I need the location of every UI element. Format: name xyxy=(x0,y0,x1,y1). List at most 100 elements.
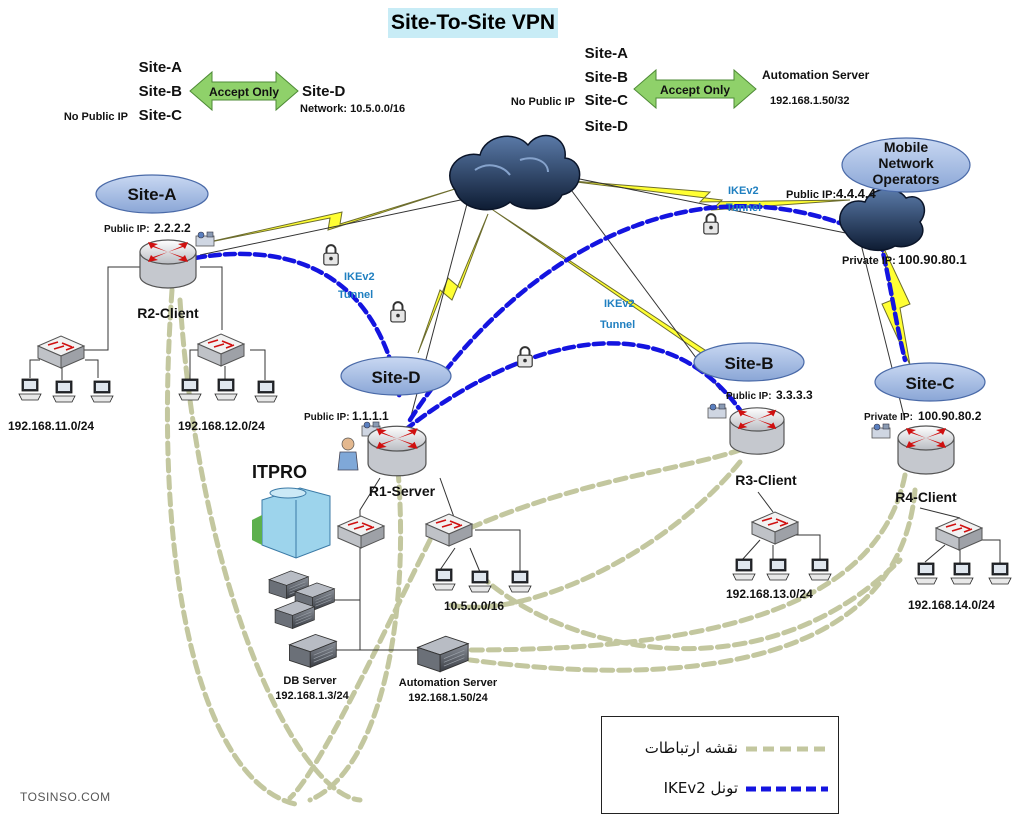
site-a-mini-icon xyxy=(195,231,215,247)
site-d-badge xyxy=(340,356,452,396)
map-lines xyxy=(165,287,918,808)
pc-icon xyxy=(214,378,238,401)
mobile-operator-line: Network xyxy=(878,155,933,171)
pc-icon xyxy=(988,562,1012,585)
site-b-label: Site-B xyxy=(724,354,773,373)
tunnel-label: IKEv2 xyxy=(344,271,375,283)
automation-server-icon xyxy=(417,635,469,673)
policy-left-target: Site-D xyxy=(302,83,346,100)
switch-icon xyxy=(935,517,983,551)
router-r2-icon xyxy=(139,239,197,289)
site-d-ip-label: Public IP: xyxy=(304,412,350,423)
site-d-label: Site-D xyxy=(371,368,420,387)
db-server-icon xyxy=(289,633,337,668)
page-title: Site-To-Site VPN xyxy=(388,8,558,38)
switch-icon xyxy=(337,515,385,549)
site-d-ip: 1.1.1.1 xyxy=(352,409,389,423)
lightning-link xyxy=(199,187,459,245)
map-line xyxy=(307,467,404,803)
site-b-badge xyxy=(693,342,805,382)
policy-right-target: Automation Server xyxy=(762,68,870,82)
db-server-name: DB Server xyxy=(283,675,337,687)
pc-icon xyxy=(950,562,974,585)
policy-right-source: Site-C xyxy=(585,92,629,109)
internet-cloud-icon xyxy=(449,134,581,211)
pc-icon xyxy=(178,378,202,401)
router-r2-label: R2-Client xyxy=(137,305,199,321)
router-r4-icon xyxy=(897,425,955,475)
router-r3-icon xyxy=(729,407,785,455)
legend-row: نقشه ارتباطات xyxy=(602,731,838,771)
site-c-badge xyxy=(874,362,986,402)
map-line xyxy=(165,287,303,808)
switch-icon xyxy=(751,511,799,545)
pc-icon xyxy=(508,570,532,593)
server-rack-icon xyxy=(274,600,315,629)
map-line xyxy=(287,537,433,801)
router-r1-icon xyxy=(367,425,427,477)
legend-tunnel-swatch xyxy=(746,786,828,792)
accept-label: Accept Only xyxy=(660,83,730,97)
accept-arrow-icon xyxy=(633,68,757,110)
pc-icon xyxy=(808,558,832,581)
tunnel-label: Tunnel xyxy=(600,319,635,331)
policy-right-network: 192.168.1.50/32 xyxy=(770,95,850,107)
policy-left-source: Site-C xyxy=(139,107,183,124)
policy-left-source: Site-A xyxy=(139,59,183,76)
pc-icon xyxy=(468,570,492,593)
pc-icon xyxy=(52,380,76,403)
map-line xyxy=(477,557,903,652)
policy-right-source: Site-A xyxy=(585,45,629,62)
legend-tunnel-label: تونل IKEv2 xyxy=(663,779,738,797)
policy-right-source: Site-D xyxy=(585,118,629,135)
site-c-ip-label: Private IP: xyxy=(864,412,913,423)
pc-icon xyxy=(254,380,278,403)
lan-label: 192.168.12.0/24 xyxy=(178,419,265,433)
policy-left-note: No Public IP xyxy=(64,111,128,123)
map-line xyxy=(467,472,908,653)
site-a-ip: 2.2.2.2 xyxy=(154,221,191,235)
wan-links xyxy=(199,179,911,374)
lan-label: 192.168.14.0/24 xyxy=(908,598,995,612)
tunnel-label: Tunnel xyxy=(338,289,373,301)
map-line xyxy=(447,459,743,610)
pc-icon xyxy=(732,558,756,581)
mobile-private-ip-label: Private IP: xyxy=(842,255,896,267)
legend-map-swatch xyxy=(746,746,828,752)
policy-right-source: Site-B xyxy=(585,69,629,86)
lock-icon xyxy=(322,244,340,266)
pc-icon xyxy=(432,568,456,591)
lan-label: 10.5.0.0/16 xyxy=(444,599,504,613)
accept-label: Accept Only xyxy=(209,85,279,99)
mobile-operator-line: Operators xyxy=(873,171,940,187)
lock-icon xyxy=(516,346,534,368)
router-r1-label: R1-Server xyxy=(369,483,436,499)
switch-icon xyxy=(197,333,245,367)
router-r4-label: R4-Client xyxy=(895,489,957,505)
tunnel-label: IKEv2 xyxy=(728,185,759,197)
pc-icon xyxy=(90,380,114,403)
map-line xyxy=(177,297,363,803)
policy-right-note: No Public IP xyxy=(511,96,575,108)
building-icon xyxy=(252,487,331,559)
lightning-link xyxy=(559,179,851,211)
lock-icon xyxy=(702,213,720,235)
site-b-mini-icon xyxy=(707,403,727,419)
map-line xyxy=(467,447,743,531)
db-server-ip: 192.168.1.3/24 xyxy=(275,690,349,702)
tunnel-label: Tunnel xyxy=(726,202,761,214)
legend-map-label: نقشه ارتباطات xyxy=(644,739,738,757)
tunnel-c-d xyxy=(407,204,908,423)
mobile-private-ip: 100.90.80.1 xyxy=(898,252,967,267)
site-a-badge xyxy=(95,174,209,214)
map-line xyxy=(467,487,918,673)
pc-icon xyxy=(766,558,790,581)
mobile-operator-cloud-icon xyxy=(839,188,926,252)
watermark: TOSINSO.COM xyxy=(20,790,111,804)
lightning-link xyxy=(417,213,489,354)
lan-label: 192.168.13.0/24 xyxy=(726,587,813,601)
pc-icon xyxy=(18,378,42,401)
site-b-ip: 3.3.3.3 xyxy=(776,388,813,402)
tunnel-label: IKEv2 xyxy=(604,298,635,310)
accept-arrow-icon xyxy=(189,70,299,112)
